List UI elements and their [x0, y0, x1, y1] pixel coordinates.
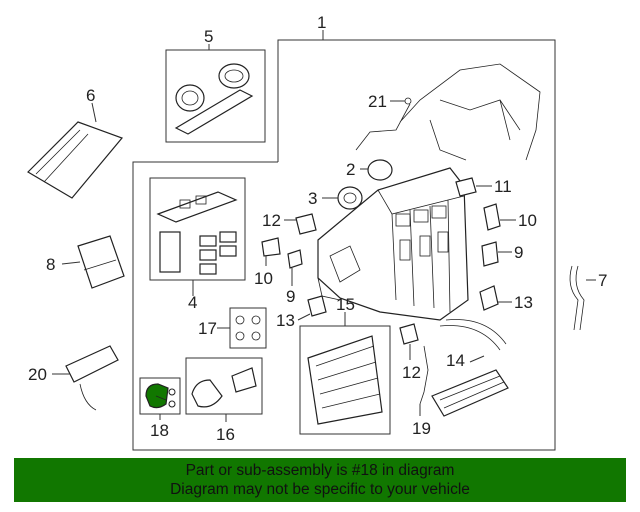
part-7-hose — [569, 265, 585, 331]
callout-18: 18 — [150, 421, 169, 440]
part-19-probe — [419, 345, 429, 405]
banner-line-1: Part or sub-assembly is #18 in diagram — [185, 462, 455, 479]
callout-3: 3 — [308, 189, 317, 208]
part-8-module — [77, 235, 125, 289]
part-15-evaporator — [307, 335, 383, 425]
callout-2: 2 — [346, 160, 355, 179]
part-11-sensor — [455, 177, 477, 197]
callout-8: 8 — [46, 255, 55, 274]
part-5-seals — [174, 63, 254, 135]
callout-15: 15 — [336, 295, 355, 314]
callout-16: 16 — [216, 425, 235, 444]
callout-14: 14 — [446, 351, 465, 370]
callout-1: 1 — [317, 13, 326, 32]
callout-17: 17 — [198, 319, 217, 338]
part-3-disc — [337, 186, 363, 210]
callout-13-right: 13 — [514, 293, 533, 312]
part-17-clips — [235, 315, 261, 341]
callout-9-left: 9 — [286, 287, 295, 306]
part-4-gasket-set — [156, 191, 238, 275]
part-14-heater-core — [431, 319, 509, 417]
part-12-actuator-top — [295, 213, 317, 235]
callout-12-bottom: 12 — [402, 363, 421, 382]
part-13-actuator-left — [307, 295, 327, 317]
hvac-housing — [317, 167, 469, 321]
banner-line-2: Diagram may not be specific to your vehi… — [170, 481, 470, 498]
callout-10-right: 10 — [518, 211, 537, 230]
part-5-box — [165, 49, 266, 143]
part-16-box — [185, 357, 263, 415]
callout-9-right: 9 — [514, 243, 523, 262]
part-4-box — [149, 177, 246, 281]
callout-4: 4 — [188, 293, 197, 312]
callout-21: 21 — [368, 92, 387, 111]
part-20-sensor — [65, 345, 119, 411]
assembly-frame — [132, 39, 556, 451]
part-17-box — [229, 307, 267, 349]
part-2-gear — [367, 159, 393, 181]
part-9-actuator-left — [287, 249, 303, 269]
part-6-panel — [27, 121, 124, 199]
part-18-actuator — [145, 383, 176, 409]
callout-19: 19 — [412, 419, 431, 438]
callout-5: 5 — [204, 27, 213, 46]
callout-7: 7 — [598, 271, 607, 290]
part-10-actuator-left — [261, 237, 281, 257]
info-banner: Part or sub-assembly is #18 in diagram D… — [14, 458, 626, 502]
callout-10-left: 10 — [254, 269, 273, 288]
part-9-actuator-right — [481, 241, 499, 267]
part-13-actuator-right — [479, 285, 499, 311]
part-16-parts — [191, 367, 257, 408]
callout-13-left: 13 — [276, 311, 295, 330]
part-12-actuator-bottom — [399, 323, 419, 345]
callout-20: 20 — [28, 365, 47, 384]
part-10-actuator-right — [483, 203, 501, 231]
wiring-harness — [355, 63, 541, 161]
callout-6: 6 — [86, 86, 95, 105]
callout-12-top: 12 — [262, 211, 281, 230]
callout-11: 11 — [494, 177, 512, 196]
